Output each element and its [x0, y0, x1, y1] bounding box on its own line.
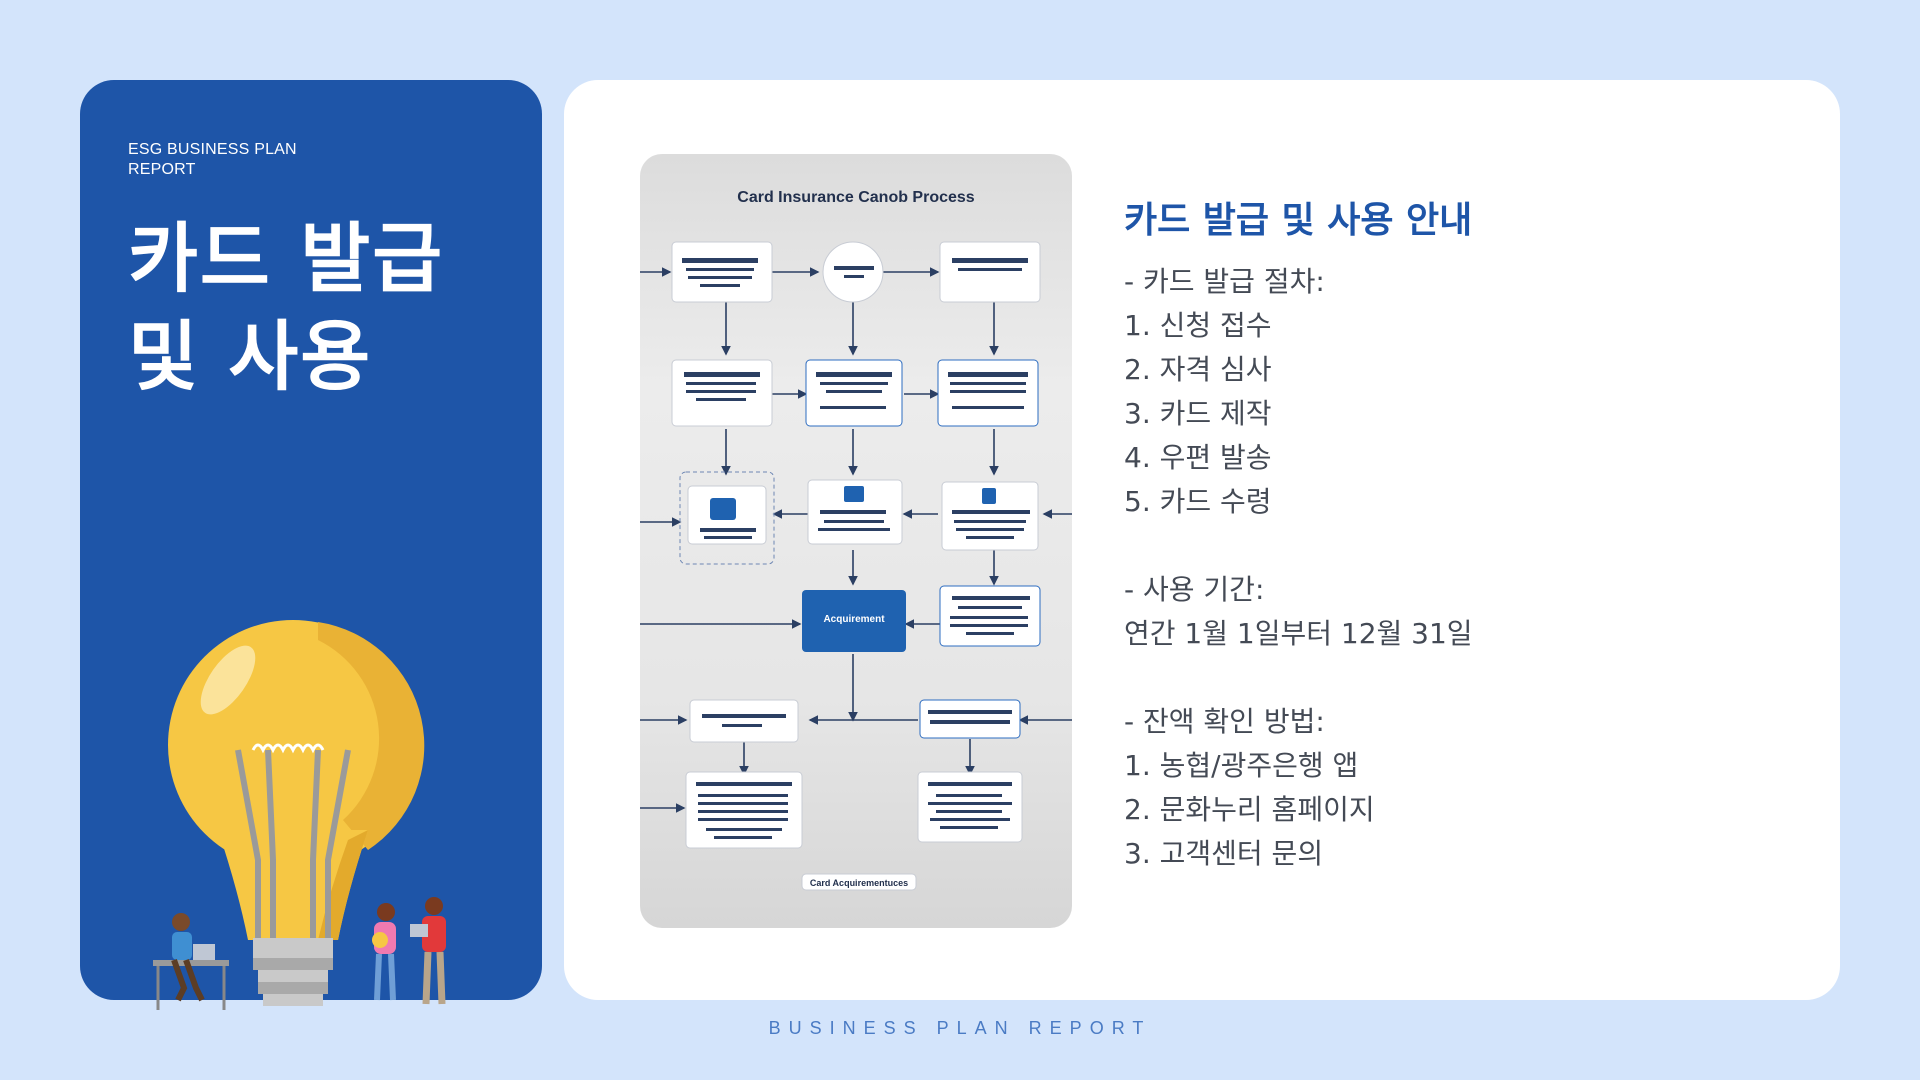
- person-at-desk-icon: [153, 913, 229, 1010]
- diagram-center-label: Acquirement: [823, 614, 885, 625]
- page-title: 카드 발급 및 사용: [128, 210, 528, 406]
- lightbulb-icon: [168, 620, 425, 1006]
- diagram-title: Card Insurance Canob Process: [737, 189, 975, 206]
- issuance-label: - 카드 발급 절차:: [1124, 265, 1325, 298]
- list-item: 1. 농협/광주은행 앱: [1124, 749, 1359, 782]
- spacer: [1124, 656, 1764, 700]
- spacer: [1124, 524, 1764, 568]
- list-item: 4. 우편 발송: [1124, 441, 1272, 474]
- woman-icon: [372, 903, 396, 1001]
- diagram-bottom-label: Card Acquirementuces: [810, 878, 908, 888]
- list-item: 3. 카드 제작: [1124, 397, 1272, 430]
- card-info-section: 카드 발급 및 사용 안내 - 카드 발급 절차: 1. 신청 접수 2. 자격…: [1124, 196, 1764, 876]
- list-item: 2. 문화누리 홈페이지: [1124, 793, 1375, 826]
- period-label: - 사용 기간:: [1124, 573, 1265, 606]
- list-item: 1. 신청 접수: [1124, 309, 1272, 342]
- title-line-2: 및 사용: [128, 312, 373, 401]
- list-item: 3. 고객센터 문의: [1124, 837, 1324, 870]
- info-heading: 카드 발급 및 사용 안내: [1124, 200, 1473, 241]
- process-diagram-image: Card Insurance Canob Process: [640, 154, 1072, 928]
- footer-text: BUSINESS PLAN REPORT: [768, 1018, 1152, 1038]
- lightbulb-illustration: [68, 560, 488, 1040]
- list-item: 2. 자격 심사: [1124, 353, 1272, 386]
- balance-label: - 잔액 확인 방법:: [1124, 705, 1325, 738]
- report-kicker: ESG BUSINESS PLAN REPORT: [128, 141, 297, 178]
- title-line-1: 카드 발급: [128, 214, 445, 303]
- content-panel: Card Insurance Canob Process: [564, 80, 1840, 1000]
- list-item: 5. 카드 수령: [1124, 485, 1272, 518]
- man-icon: [410, 897, 446, 1005]
- period-value: 연간 1월 1일부터 12월 31일: [1124, 617, 1473, 650]
